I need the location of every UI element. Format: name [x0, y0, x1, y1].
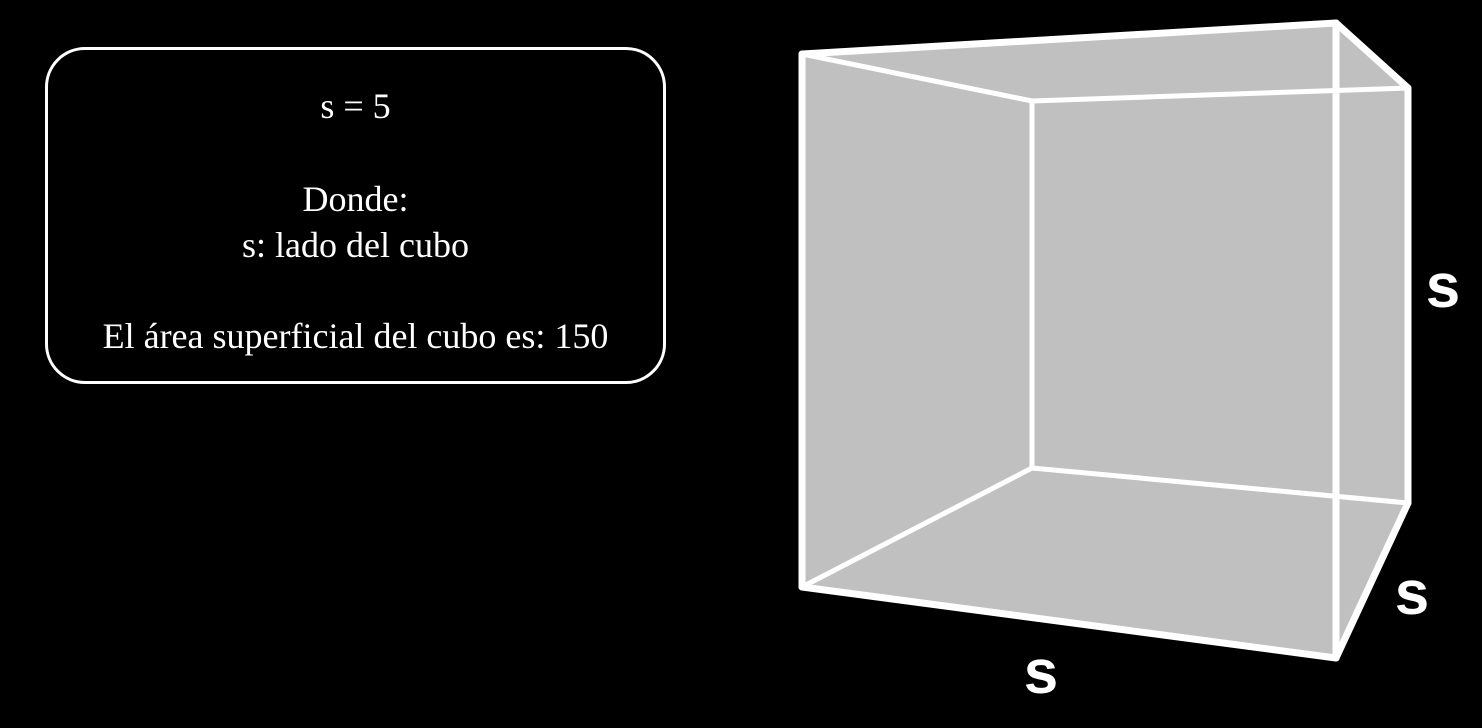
cube-inner-edges — [799, 51, 1411, 590]
info-panel: s = 5 Donde: s: lado del cubo El área su… — [45, 47, 666, 384]
side-equation: s = 5 — [320, 86, 391, 126]
surface-area-result: El área superficial del cubo es: 150 — [102, 316, 609, 356]
cube-edge — [1029, 465, 1411, 506]
cube-bottom-face — [802, 468, 1408, 658]
depth-label: s — [1395, 559, 1429, 628]
cube-edge — [1332, 19, 1412, 92]
variable-definition: s: lado del cubo — [242, 225, 469, 265]
cube-edge — [798, 19, 1340, 58]
cube-edge — [1029, 85, 1411, 104]
cube-edge — [799, 465, 1035, 590]
cube-top-face — [802, 23, 1408, 101]
cube-edge — [798, 583, 1340, 662]
width-label: s — [1024, 638, 1058, 707]
cube-edge — [799, 51, 1035, 104]
where-label: Donde: — [302, 179, 409, 219]
cube-back-face — [1032, 88, 1408, 503]
height-label: s — [1426, 252, 1460, 321]
cube-edge — [1332, 499, 1412, 662]
cube-outer-edges — [798, 19, 1412, 662]
cube-left-face — [802, 54, 1032, 587]
